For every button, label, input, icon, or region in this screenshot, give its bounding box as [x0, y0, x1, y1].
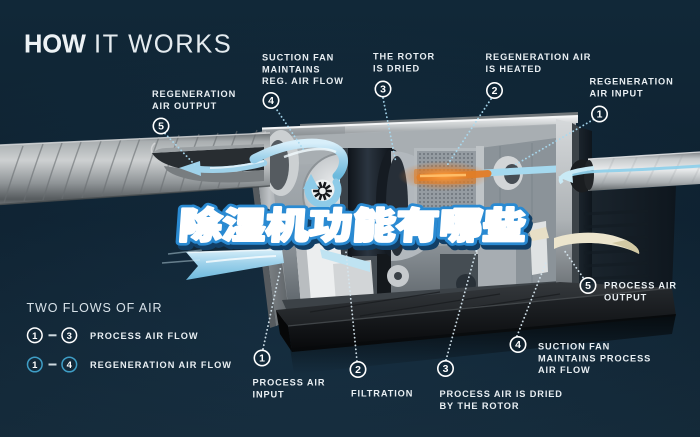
- svg-text:3: 3: [67, 331, 72, 342]
- svg-text:1: 1: [32, 331, 38, 342]
- svg-text:1: 1: [259, 353, 265, 365]
- svg-text:FILTRATION: FILTRATION: [351, 389, 413, 399]
- svg-text:2: 2: [355, 364, 361, 376]
- svg-text:4: 4: [268, 95, 274, 107]
- svg-text:1: 1: [597, 109, 603, 121]
- svg-text:HOW: HOW: [24, 31, 87, 59]
- svg-text:4: 4: [515, 339, 521, 351]
- svg-text:2: 2: [492, 85, 498, 97]
- svg-text:IT WORKS: IT WORKS: [94, 31, 232, 59]
- svg-text:5: 5: [585, 280, 591, 292]
- svg-text:3: 3: [380, 84, 386, 96]
- svg-text:REGENERATION AIR FLOW: REGENERATION AIR FLOW: [90, 360, 232, 370]
- svg-text:TWO FLOWS OF AIR: TWO FLOWS OF AIR: [27, 301, 163, 315]
- svg-text:1: 1: [32, 360, 38, 371]
- svg-text:PROCESS AIR FLOW: PROCESS AIR FLOW: [90, 331, 199, 341]
- svg-text:5: 5: [158, 121, 164, 133]
- svg-text:4: 4: [67, 360, 73, 371]
- svg-text:3: 3: [443, 363, 449, 375]
